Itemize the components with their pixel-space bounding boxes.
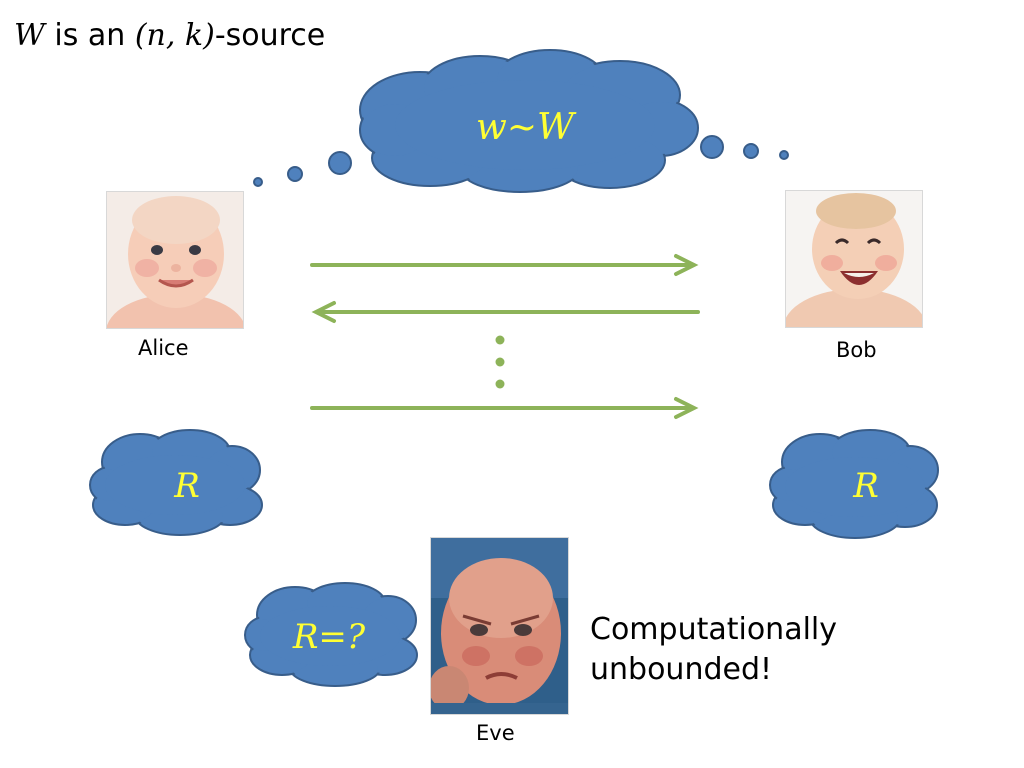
title-variable-w: W xyxy=(14,18,45,53)
bob-cloud-label: R xyxy=(852,466,879,506)
title-text-source: -source xyxy=(214,18,326,53)
slide-title: W is an (n, k)-source xyxy=(14,18,325,53)
bob-photo xyxy=(785,190,923,328)
alice-photo xyxy=(106,191,244,329)
eve-photo xyxy=(430,537,569,715)
left-thought-dots xyxy=(253,151,352,187)
eve-cloud: R=? xyxy=(244,582,418,687)
title-params: (n, k) xyxy=(134,18,215,53)
baby-face-icon xyxy=(107,192,243,328)
eve-label: Eve xyxy=(476,721,515,745)
thought-dot xyxy=(328,151,352,175)
eve-note-line2: unbounded! xyxy=(590,652,773,687)
alice-cloud-label: R xyxy=(173,466,200,506)
eve-cloud-label: R=? xyxy=(292,617,366,657)
thought-dot xyxy=(287,166,303,182)
thought-dot xyxy=(253,177,263,187)
bob-label: Bob xyxy=(836,338,877,362)
vertical-ellipsis-icon xyxy=(495,335,505,389)
arrowhead-right-icon xyxy=(674,254,699,276)
eve-note: Computationally unbounded! xyxy=(590,610,837,690)
message-arrows xyxy=(310,254,700,419)
arrowhead-left-icon xyxy=(311,301,336,323)
baby-face-icon xyxy=(786,191,922,327)
arrowhead-right-icon xyxy=(674,397,699,419)
alice-cloud: R xyxy=(89,429,263,536)
eve-note-line1: Computationally xyxy=(590,612,838,647)
alice-label: Alice xyxy=(138,336,189,360)
thought-dot xyxy=(743,143,759,159)
top-thought-cloud: w~W xyxy=(359,49,699,193)
right-thought-dots xyxy=(700,135,789,160)
thought-dot xyxy=(779,150,789,160)
title-text-is-an: is an xyxy=(44,18,135,53)
bob-cloud: R xyxy=(769,429,939,539)
thought-dot xyxy=(700,135,724,159)
top-cloud-label: w~W xyxy=(476,107,577,148)
baby-face-icon xyxy=(431,538,568,714)
